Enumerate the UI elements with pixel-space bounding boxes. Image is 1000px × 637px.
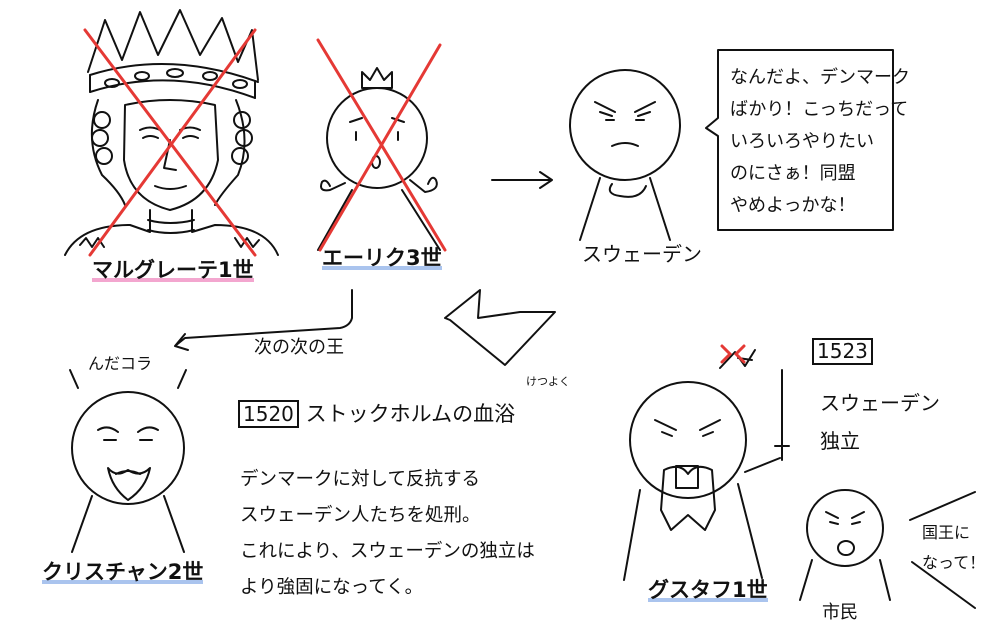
independence-line: 独立 (820, 429, 860, 453)
citizen-speech: 国王に なって！ (922, 518, 985, 578)
sweden-label: スウェーデン (582, 242, 702, 266)
christian-figure (69, 369, 187, 553)
sweden-speech: なんだよ、デンマーク ばかり！こっちだって いろいろやりたい のにさぁ！同盟 や… (730, 62, 910, 222)
red-cross-icons (83, 28, 447, 257)
citizen-speech-line: 国王に (922, 523, 971, 542)
big-arrow-icon (444, 289, 556, 366)
citizen-speech-line: なって！ (922, 553, 986, 572)
next-next-king-label: 次の次の王 (254, 337, 344, 358)
description-line: スウェーデン人たちを処刑。 (240, 505, 481, 526)
gustav-name: グスタフ1世 (648, 578, 768, 602)
gustav-figure (623, 349, 790, 581)
citizen-label: 市民 (822, 602, 858, 623)
independence-label: スウェーデン 独立 (820, 384, 940, 460)
speech-line: ばかり！こっちだって (730, 99, 909, 120)
speech-line: なんだよ、デンマーク (730, 67, 910, 88)
speech-line: やめよっかな！ (730, 195, 856, 216)
event-description: デンマークに対して反抗する スウェーデン人たちを処刑。 これにより、スウェーデン… (240, 462, 535, 606)
citizen-figure (799, 489, 976, 609)
description-line: これにより、スウェーデンの独立は (240, 541, 535, 562)
independence-line: スウェーデン (820, 391, 940, 415)
anger-mark-icon (720, 344, 746, 364)
margrethe-portrait (64, 9, 279, 256)
year-1523-box: 1523 (812, 338, 873, 365)
description-line: より強固になってく。 (240, 577, 424, 598)
event-title: ストックホルムの血浴 (305, 402, 516, 426)
sweden-figure (569, 69, 681, 241)
christian-speech: んだコラ (88, 354, 153, 373)
margrethe-name: マルグレーテ1世 (92, 258, 254, 282)
erik-figure (317, 67, 441, 251)
event-ruby: けつよく (526, 375, 570, 388)
erik-name: エーリク3世 (322, 246, 442, 270)
event-heading: 1520 ストックホルムの血浴 (238, 400, 516, 428)
year-1520-box: 1520 (238, 400, 299, 428)
christian-name: クリスチャン2世 (42, 560, 204, 584)
speech-line: のにさぁ！同盟 (730, 163, 856, 184)
description-line: デンマークに対して反抗する (240, 469, 480, 490)
speech-bubble (705, 49, 894, 231)
speech-line: いろいろやりたい (730, 131, 874, 152)
